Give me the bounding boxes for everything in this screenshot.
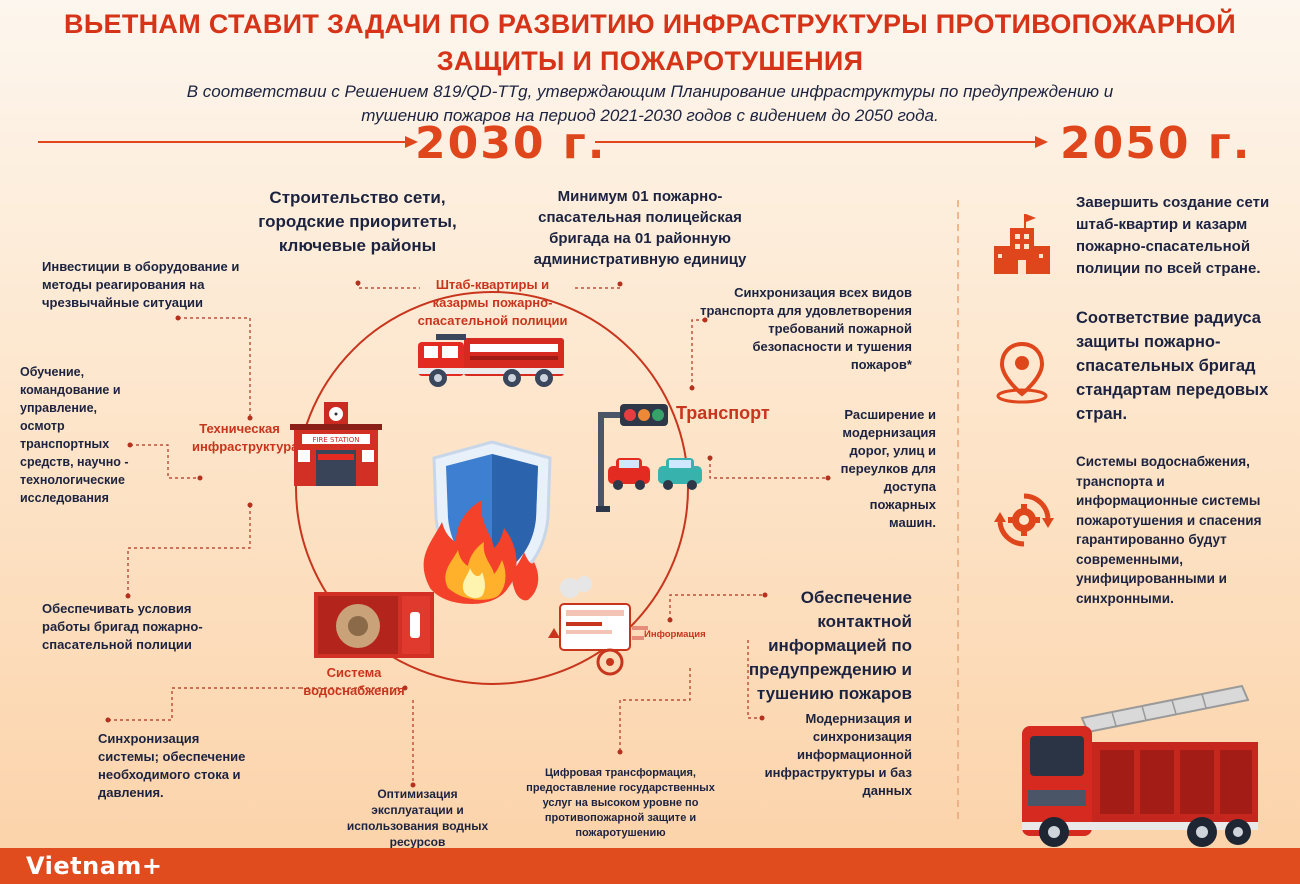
brand-logo[interactable]: Vietnam+ [26,852,163,880]
fire-truck-icon [418,334,564,387]
building-icon [994,214,1050,274]
footer-bar [0,848,1300,884]
subtitle-line-2: тушению пожаров на период 2021-2030 годо… [361,106,939,125]
hub-heading: Строительство сети, городские приоритеты… [258,188,457,255]
transport-label: Транспорт [676,403,770,423]
year-2030: 2030 г. [415,118,607,169]
shield-fire-icon [423,440,552,604]
tech-label: Техническая инфраструктура [192,421,299,454]
sync-gear-icon [994,493,1054,547]
cars-icon [608,458,702,490]
transport-roads: Расширение и модернизация дорог, улиц и … [840,407,936,530]
ladder-truck-icon [1022,684,1258,847]
hub-label: Штаб-квартиры и казармы пожарно-спасател… [417,277,568,328]
fire-station-icon: FIRE STATION [290,402,382,486]
hose-cabinet-icon [314,592,434,658]
goal-2050-1: Завершить создание сети штаб-квартир и к… [1076,194,1270,277]
water-label: Система водоснабжения [303,665,405,698]
tech-invest: Инвестиции в оборудование и методы реаги… [42,259,240,310]
info-modern: Модернизация и синхронизация информацион… [764,711,912,798]
traffic-light-icon [596,404,668,512]
fire-station-sign: FIRE STATION [312,436,359,444]
subtitle: В соответствии с Решением 819/QD-TTg, ут… [120,80,1180,128]
tech-conditions: Обеспечивать условия работы бригад пожар… [42,601,203,652]
water-optimize: Оптимизация эксплуатации и использования… [346,787,489,849]
info-label: Информация [644,629,706,640]
title-line-2: ЗАЩИТЫ И ПОЖАРОТУШЕНИЯ [436,46,864,76]
goal-2050-2: Соответствие радиуса защиты пожарно-спас… [1076,309,1269,423]
title-line-1: ВЬЕТНАМ СТАВИТ ЗАДАЧИ ПО РАЗВИТИЮ ИНФРАС… [64,9,1236,39]
tech-training: Обучение, командование и управление, осм… [20,365,129,505]
subtitle-line-1: В соответствии с Решением 819/QD-TTg, ут… [186,82,1114,101]
water-sync: Синхронизация системы; обеспечение необх… [98,731,246,800]
location-pin-icon [996,341,1048,404]
hub-minimum: Минимум 01 пожарно-спасательная полицейс… [533,188,747,268]
info-contact: Обеспечение контактной информацией по пр… [748,588,912,703]
year-2050: 2050 г. [1060,118,1252,169]
information-system-icon [548,576,648,676]
info-digital: Цифровая трансформация, предоставление г… [526,767,715,839]
page-title: ВЬЕТНАМ СТАВИТ ЗАДАЧИ ПО РАЗВИТИЮ ИНФРАС… [0,6,1300,80]
transport-sync: Синхронизация всех видов транспорта для … [700,285,912,372]
goal-2050-3: Системы водоснабжения, транспорта и инфо… [1076,454,1262,606]
